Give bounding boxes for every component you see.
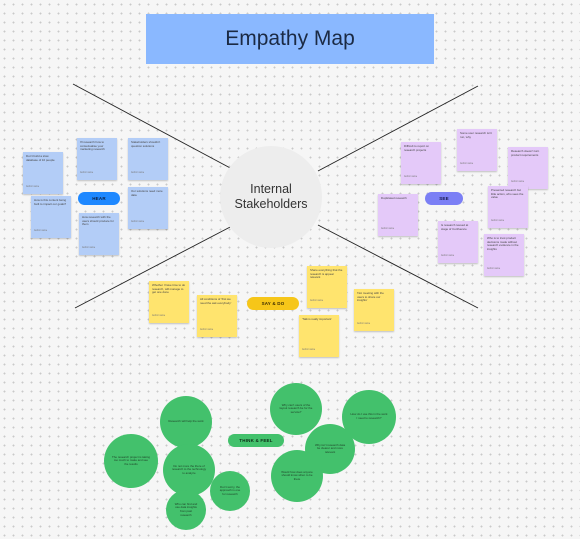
note-text: Don't build a slow database of 10 people (26, 154, 55, 162)
note-author: Author name (441, 255, 455, 258)
hear-note[interactable]: How research with the users should produ… (79, 213, 119, 255)
note-text: Presented research but little action, wh… (491, 188, 524, 200)
note-text: Difficult to report on research projects (404, 144, 430, 152)
see-note[interactable]: Difficult to report on research projects… (401, 142, 441, 184)
note-author: Author name (152, 315, 166, 318)
note-author: Author name (26, 186, 40, 189)
see-note[interactable]: Some user research isn't run, why Author… (457, 129, 497, 171)
center-label-line2: Stakeholders (234, 197, 308, 211)
hear-note[interactable]: Our solutions need more data Author name (128, 187, 168, 229)
note-text: How is this content being built to impac… (34, 198, 67, 206)
say-do-note[interactable]: 'Talk is really important' Author name (299, 315, 339, 357)
say-do-note[interactable]: Share everything that the research is ap… (307, 266, 347, 308)
say-do-label: SAY & DO (247, 297, 299, 310)
think-feel-bubble[interactable]: Would how does anyone should know when t… (271, 450, 323, 502)
think-feel-bubble[interactable]: Do not more the there of research to the… (163, 444, 215, 496)
note-author: Author name (82, 247, 96, 250)
note-text: Duplicated research (381, 196, 407, 200)
think-feel-bubble[interactable]: Research will help the work (160, 396, 212, 448)
think-feel-bubble[interactable]: Why can't users of the layout research b… (270, 383, 322, 435)
note-text: How research with the users should produ… (82, 215, 114, 227)
bubble-text: The research project is taking too much … (112, 454, 150, 466)
hear-note[interactable]: How is this content being built to impac… (31, 196, 71, 238)
say-do-note[interactable]: All conditions of 'first we need the ask… (197, 295, 237, 337)
note-text: 'Talk is really important' (302, 317, 332, 321)
hear-note[interactable]: Stakeholders shouldn't question solution… (128, 138, 168, 180)
hear-note[interactable]: I'll research how to contextualise your … (77, 138, 117, 180)
note-author: Author name (131, 172, 145, 175)
bubble-text: Why isn't research data be clearer and m… (314, 442, 346, 454)
note-text: Research doesn't turn product requiremen… (511, 149, 540, 157)
note-text: 'Not meeting with the users to share our… (357, 291, 384, 303)
see-note[interactable]: Research doesn't turn product requiremen… (508, 147, 548, 189)
note-text: Whether I have time to do research, will… (152, 283, 186, 295)
note-author: Author name (404, 176, 418, 179)
see-note[interactable]: Presented research but little action, wh… (488, 186, 528, 228)
see-note[interactable]: Duplicated research Author name (378, 194, 418, 236)
note-text: Share everything that the research is ap… (310, 268, 343, 280)
bubble-text: Do not more the there of research to the… (171, 463, 207, 475)
note-author: Author name (131, 221, 145, 224)
hear-label: HEAR (78, 192, 120, 205)
note-author: Author name (357, 323, 371, 326)
note-text: Stakeholders shouldn't question solution… (131, 140, 161, 148)
note-text: Our solutions need more data (131, 189, 163, 197)
see-label: SEE (425, 192, 463, 205)
see-note[interactable]: Who is to trust product decisions made w… (484, 234, 524, 276)
note-author: Author name (80, 172, 94, 175)
note-author: Author name (200, 329, 214, 332)
note-author: Author name (302, 349, 316, 352)
bubble-text: How do I use this in the work I need to … (350, 412, 388, 420)
note-text: Some user research isn't run, why (460, 131, 492, 139)
bubble-text: Research will help the work (168, 419, 204, 424)
say-do-note[interactable]: Whether I have time to do research, will… (149, 281, 189, 323)
note-author: Author name (491, 220, 505, 223)
think-feel-bubble[interactable]: The research project is taking too much … (104, 434, 158, 488)
center-label: Internal Stakeholders (235, 182, 308, 212)
note-text: All conditions of 'first we need the ask… (200, 297, 232, 305)
note-author: Author name (381, 228, 395, 231)
bubble-text: Who can find and use data insights from … (174, 501, 198, 517)
bubble-text: Why can't users of the layout research b… (279, 402, 313, 414)
bubble-text: Don't worry, the approach is one for res… (219, 484, 241, 496)
note-text: Is research reused at stage of Confluenc… (441, 223, 469, 231)
think-feel-label: THINK & FEEL (228, 434, 284, 447)
note-text: Who is to trust product decisions made w… (487, 236, 519, 251)
note-author: Author name (34, 230, 48, 233)
note-author: Author name (511, 181, 525, 184)
say-do-note[interactable]: 'Not meeting with the users to share our… (354, 289, 394, 331)
center-label-line1: Internal (250, 182, 292, 196)
think-feel-bubble[interactable]: Don't worry, the approach is one for res… (210, 471, 250, 511)
page-title: Empathy Map (225, 27, 355, 50)
see-note[interactable]: Is research reused at stage of Confluenc… (438, 221, 478, 263)
hear-note[interactable]: Don't build a slow database of 10 people… (23, 152, 63, 194)
center-stakeholders-circle: Internal Stakeholders (220, 146, 322, 248)
note-text: I'll research how to contextualise your … (80, 140, 105, 152)
title-banner: Empathy Map (146, 14, 434, 64)
note-author: Author name (460, 163, 474, 166)
bubble-text: Would how does anyone should know when t… (281, 469, 313, 481)
think-feel-bubble[interactable]: Who can find and use data insights from … (166, 490, 206, 530)
note-author: Author name (310, 300, 324, 303)
note-author: Author name (487, 268, 501, 271)
